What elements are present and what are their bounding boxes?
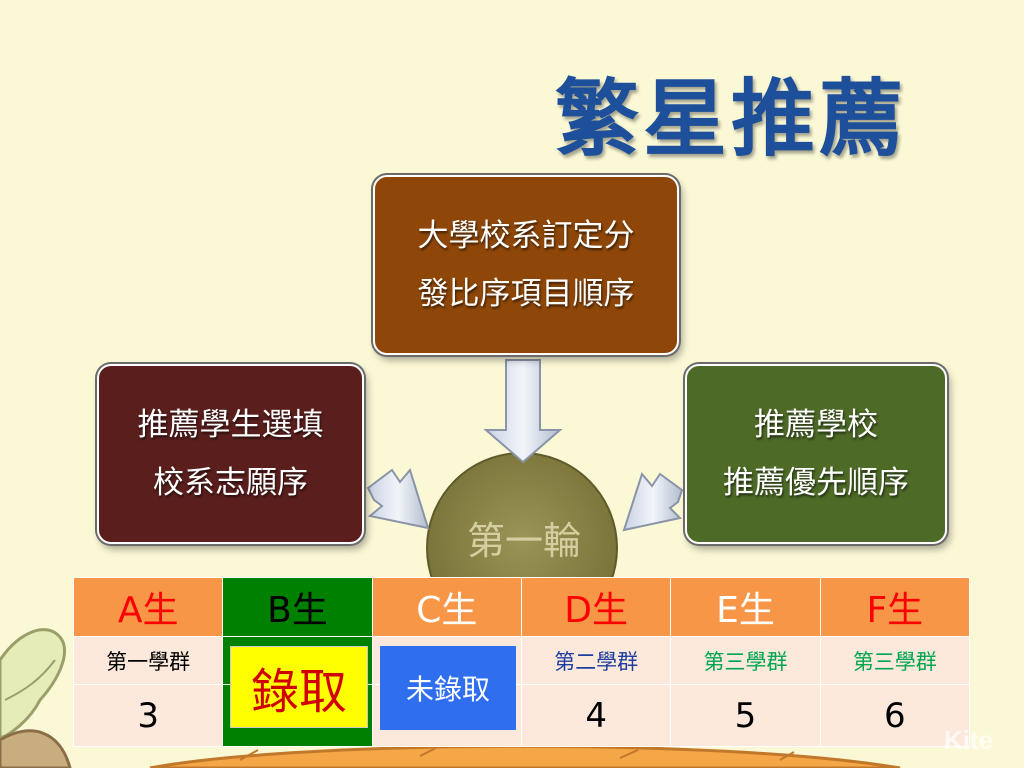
rank-cell: 5 xyxy=(670,684,821,747)
group-cell: 第二學群 xyxy=(520,636,672,685)
group-cell: 第三學群 xyxy=(819,636,971,685)
student-cell: B生 xyxy=(222,577,373,637)
rejected-tag: 未錄取 xyxy=(380,646,516,730)
box-university-order: 大學校系訂定分 發比序項目順序 xyxy=(373,175,679,355)
box-school-priority: 推薦學校 推薦優先順序 xyxy=(685,364,947,544)
arrow-down xyxy=(483,359,563,464)
rank-row: 3 1 4 5 6 xyxy=(72,684,971,747)
student-cell: E生 xyxy=(670,577,821,637)
carrot-decoration xyxy=(149,744,901,768)
group-row: 第一學群 第一學群 第二學群 第三學群 第三學群 xyxy=(72,636,971,685)
student-table: A生 B生 C生 D生 E生 F生 第一學群 第一學群 第二學群 第三學群 第三… xyxy=(72,577,971,747)
box-line: 校系志願序 xyxy=(153,465,308,501)
box-line: 推薦優先順序 xyxy=(723,465,909,501)
group-cell: 第三學群 xyxy=(670,636,821,685)
box-line: 推薦學校 xyxy=(754,407,878,443)
box-student-choice: 推薦學生選填 校系志願序 xyxy=(97,364,364,544)
group-cell: 第一學群 xyxy=(72,636,224,685)
center-label: 第一輪 xyxy=(466,519,581,563)
rank-cell: 6 xyxy=(819,684,971,747)
student-cell: D生 xyxy=(520,577,672,637)
student-cell: F生 xyxy=(819,577,971,637)
admitted-tag: 錄取 xyxy=(230,646,368,728)
watermark-text: Kite xyxy=(944,725,994,755)
arrow-left-to-center xyxy=(366,467,430,530)
box-line: 推薦學生選填 xyxy=(137,407,324,443)
page-title: 繁星推薦 xyxy=(555,70,908,168)
arrow-right-to-center xyxy=(622,471,684,532)
student-cell: A生 xyxy=(72,577,224,637)
box-line: 大學校系訂定分 xyxy=(417,218,635,254)
rank-cell: 4 xyxy=(520,684,672,747)
rank-cell: 3 xyxy=(72,684,224,747)
student-cell: C生 xyxy=(371,577,522,637)
box-line: 發比序項目順序 xyxy=(417,276,635,312)
student-header-row: A生 B生 C生 D生 E生 F生 xyxy=(72,577,971,637)
leaf-decoration xyxy=(0,628,72,768)
